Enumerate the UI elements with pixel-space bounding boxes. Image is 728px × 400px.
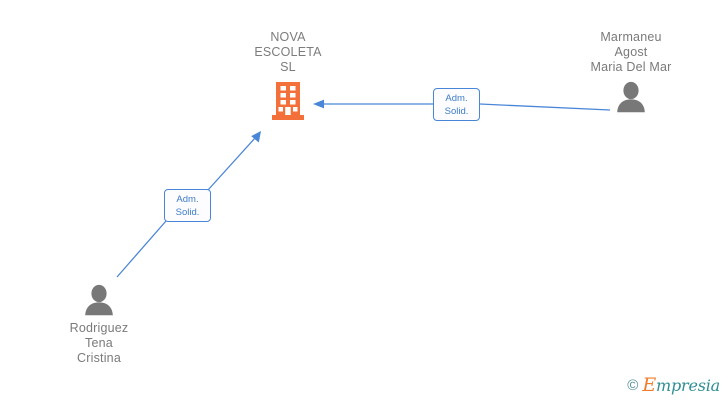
node-person-left-label: Rodriguez Tena Cristina — [69, 321, 129, 365]
edge-line-left-segment-inner — [207, 137, 256, 191]
edge-person-left-to-company[interactable] — [116, 131, 261, 278]
node-person-marmaneu-agost-maria-del-mar[interactable]: Marmaneu Agost Maria Del Mar — [551, 30, 711, 113]
brand-rest: mpresia — [656, 376, 720, 395]
person-icon[interactable] — [81, 284, 117, 316]
node-person-right-label: Marmaneu Agost Maria Del Mar — [590, 30, 672, 74]
edge-label-adm-solid-right[interactable]: Adm. Solid. — [433, 88, 480, 121]
edge-line-left-segment-outer — [116, 220, 167, 278]
brand-wordmark: Empresia — [642, 374, 720, 396]
node-company-label: NOVA ESCOLETA SL — [254, 30, 322, 74]
edge-arrowhead-right — [313, 99, 324, 109]
person-icon-wrap-right — [613, 81, 649, 113]
edge-person-right-to-company[interactable] — [313, 99, 611, 111]
edge-label-adm-solid-left[interactable]: Adm. Solid. — [164, 189, 211, 222]
brand-initial: E — [642, 374, 656, 396]
building-icon-wrap — [271, 81, 305, 121]
person-icon[interactable] — [613, 81, 649, 113]
empresia-watermark: © Empresia — [627, 374, 720, 396]
edge-line-right-segment-outer — [479, 103, 611, 111]
node-person-rodriguez-tena-cristina[interactable]: Rodriguez Tena Cristina — [19, 284, 179, 366]
edge-arrowhead-left — [251, 131, 261, 143]
node-company-nova-escoleta[interactable]: NOVA ESCOLETA SL — [208, 30, 368, 121]
copyright-icon: © — [627, 377, 639, 394]
building-icon[interactable] — [271, 81, 305, 121]
person-icon-wrap-left — [81, 284, 117, 316]
